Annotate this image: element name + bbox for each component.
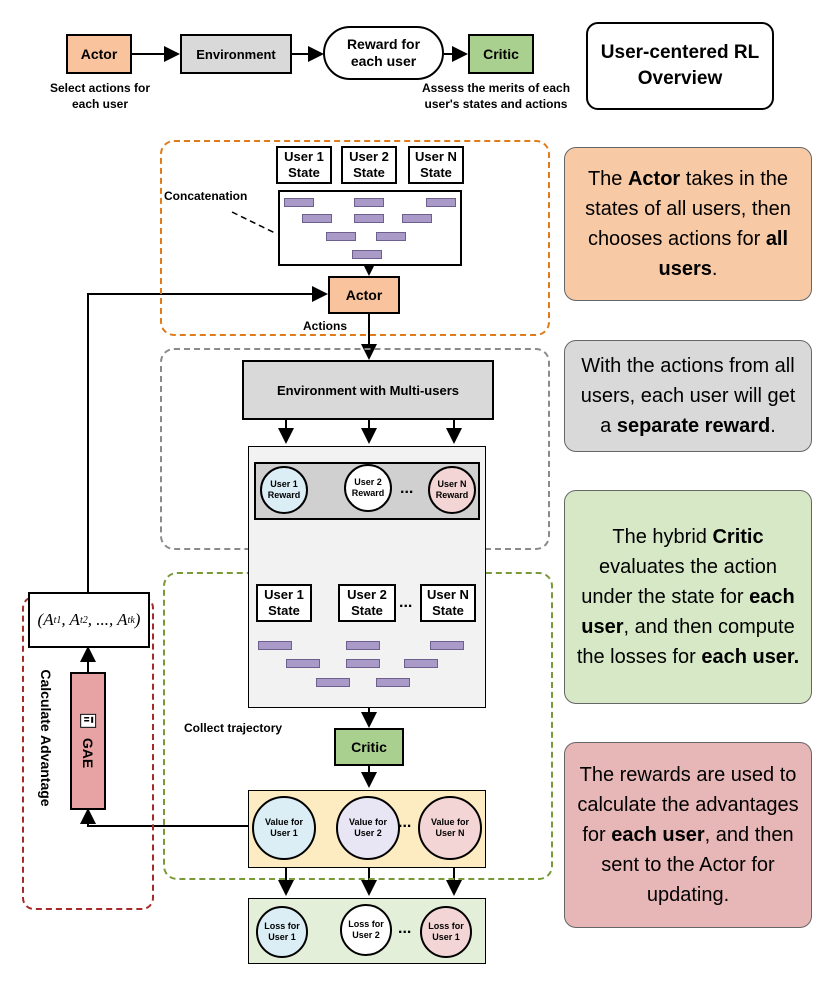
feature-bar <box>376 232 406 241</box>
overview-actor-box: Actor <box>66 34 132 74</box>
feature-bar <box>402 214 432 223</box>
feature-bar <box>376 678 410 687</box>
actor-box: Actor <box>328 276 400 314</box>
critic-state-user-n: User N State <box>420 584 476 622</box>
formula-open: (A <box>37 610 54 629</box>
feature-bar <box>354 198 384 207</box>
critic-state-user-1: User 1 State <box>256 584 312 622</box>
actions-label: Actions <box>302 319 347 333</box>
value-user-1: Value for User 1 <box>252 796 316 860</box>
feature-bar <box>326 232 356 241</box>
ellipsis: ... <box>398 920 412 937</box>
actor-state-user-1: User 1 State <box>276 146 332 184</box>
environment-multi-users-box: Environment with Multi-users <box>242 360 494 420</box>
loss-user-n: Loss for User 1 <box>420 906 472 958</box>
actor-state-user-2: User 2 State <box>341 146 397 184</box>
feature-bar <box>352 250 382 259</box>
gae-label: GAE <box>80 737 96 769</box>
advantage-explanation-panel: The rewards are used to calculate the ad… <box>564 742 812 928</box>
gae-box: GAE <box>70 672 106 810</box>
environment-explanation-panel: With the actions from all users, each us… <box>564 340 812 452</box>
actor-caption: Select actions for each user <box>49 81 151 111</box>
calculator-icon <box>80 713 96 728</box>
ellipsis: ... <box>399 594 413 611</box>
actor-state-user-n: User N State <box>408 146 464 184</box>
actor-explanation-panel: The Actor takes in the states of all use… <box>564 147 812 301</box>
feature-bar <box>258 641 292 650</box>
ellipsis: ... <box>398 814 412 831</box>
collect-trajectory-label: Collect trajectory <box>184 721 283 735</box>
concatenation-box <box>278 190 462 266</box>
feature-bar <box>284 198 314 207</box>
critic-box: Critic <box>334 728 404 766</box>
ellipsis: ... <box>400 480 414 497</box>
feature-bar <box>346 659 380 668</box>
overview-environment-box: Environment <box>180 34 292 74</box>
feature-bar <box>430 641 464 650</box>
feature-bar <box>426 198 456 207</box>
overview-reward-box: Reward for each user <box>323 26 444 80</box>
calculate-advantage-label: Calculate Advantage <box>38 669 54 807</box>
overview-critic-box: Critic <box>468 34 534 74</box>
feature-bar <box>404 659 438 668</box>
feature-bar <box>354 214 384 223</box>
critic-explanation-panel: The hybrid Critic evaluates the action u… <box>564 490 812 704</box>
actor-section <box>160 140 550 336</box>
feature-bar <box>302 214 332 223</box>
value-user-2: Value for User 2 <box>336 796 400 860</box>
critic-state-user-2: User 2 State <box>338 584 396 622</box>
loss-user-1: Loss for User 1 <box>256 906 308 958</box>
feature-bar <box>346 641 380 650</box>
overview-title: User-centered RL Overview <box>586 22 774 110</box>
reward-user-2: User 2 Reward <box>344 464 392 512</box>
loss-user-2: Loss for User 2 <box>340 904 392 956</box>
concatenation-label: Concatenation <box>164 189 248 203</box>
critic-caption: Assess the merits of each user's states … <box>421 81 571 111</box>
value-user-n: Value for User N <box>418 796 482 860</box>
reward-user-1: User 1 Reward <box>260 466 308 514</box>
feature-bar <box>316 678 350 687</box>
feature-bar <box>286 659 320 668</box>
reward-user-n: User N Reward <box>428 466 476 514</box>
